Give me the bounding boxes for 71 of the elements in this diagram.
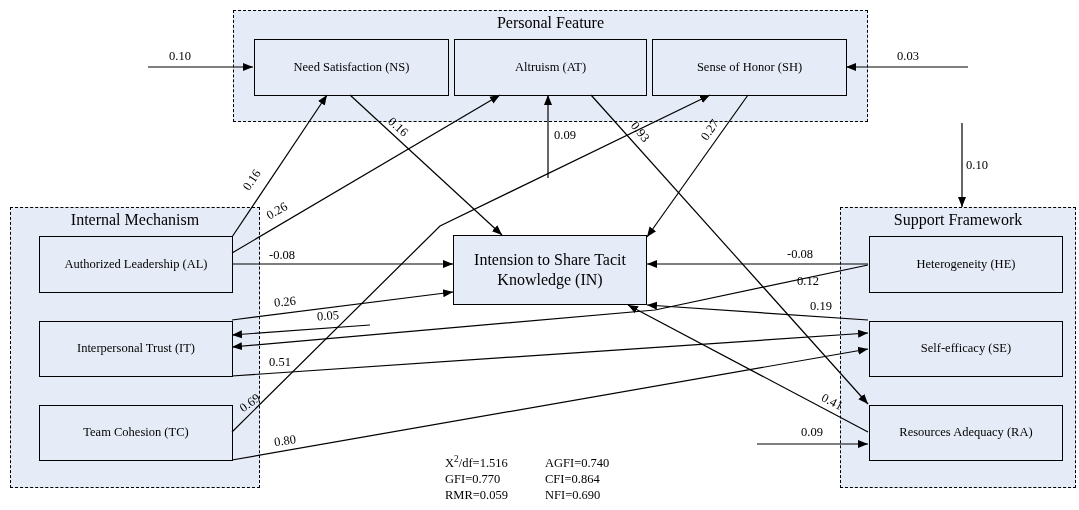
variable-label: Authorized Leadership (AL) (63, 256, 209, 273)
path-coefficient: 0.16 (240, 167, 264, 193)
path-coefficient: -0.08 (269, 248, 295, 262)
variable-label: Self-efficacy (SE) (919, 341, 1013, 357)
arrow (231, 94, 328, 238)
arrow (231, 346, 869, 461)
variable-box (869, 236, 1063, 293)
group-title: Support Framework (893, 211, 1023, 228)
arrow (627, 304, 869, 433)
group-title: Personal Feature (496, 14, 605, 31)
group-panel (10, 207, 260, 488)
variable-box (869, 321, 1063, 377)
path-coefficient: 0.16 (385, 115, 411, 139)
path-coefficient: 0.19 (810, 299, 832, 313)
variable-label: Heterogeneity (HE) (915, 256, 1017, 273)
path-coefficient: 0.93 (628, 119, 652, 145)
variable-box (454, 39, 647, 96)
path-coefficient: 0.26 (273, 294, 297, 310)
path-coefficient: -0.08 (787, 247, 813, 261)
fit-index: AGFI=0.740 (545, 456, 611, 471)
variable-box (869, 405, 1063, 461)
variable-label: Altruism (AT) (513, 59, 588, 76)
arrow (756, 440, 869, 448)
arrow (231, 94, 711, 433)
arrow (231, 94, 501, 254)
path-coefficient: 0.05 (316, 309, 340, 323)
path-coefficient: 0.09 (801, 425, 823, 439)
arrow (958, 122, 966, 208)
variable-label: Resources Adequacy (RA) (898, 425, 1034, 441)
arrow (231, 264, 869, 351)
variable-label: Sense of Honor (SH) (695, 59, 804, 76)
arrow (544, 94, 552, 179)
group-panel (840, 207, 1076, 488)
variable-label: Team Cohesion (TC) (82, 425, 190, 441)
arrow (845, 63, 969, 71)
variable-box (39, 321, 233, 377)
arrow (646, 260, 869, 268)
arrow (646, 301, 869, 321)
path-coefficient: 0.41 (819, 391, 845, 413)
fit-index: GFI=0.770 (445, 472, 502, 487)
variable-label: Intension to Share Tacit Knowledge (IN) (473, 250, 627, 290)
variable-box (254, 39, 449, 96)
fit-index: RMR=0.059 (445, 488, 509, 503)
arrow (590, 94, 869, 405)
fit-index: X$^{2}$/df=1.516 (445, 456, 509, 471)
variable-label: Need Satisfaction (NS) (292, 59, 411, 76)
variable-box (652, 39, 847, 96)
arrow (231, 260, 454, 268)
path-coefficient: 0.09 (554, 128, 576, 142)
fit-index: CFI=0.864 (545, 472, 601, 487)
arrow (231, 324, 371, 339)
fit-index: NFI=0.690 (545, 488, 602, 503)
arrow (231, 289, 454, 321)
variable-box (453, 235, 647, 305)
path-coefficient: 0.69 (237, 391, 263, 415)
variable-box (39, 236, 233, 293)
path-coefficient: 0.10 (966, 158, 988, 172)
arrow (646, 94, 749, 238)
path-coefficient: 0.26 (264, 200, 290, 222)
variable-box (39, 405, 233, 461)
path-coefficient: 0.80 (273, 433, 297, 449)
arrow (231, 329, 869, 377)
variable-label: Interpersonal Trust (IT) (75, 341, 196, 357)
path-coefficient: 0.51 (269, 355, 291, 369)
path-coefficient: 0.10 (169, 49, 191, 63)
path-coefficient: 0.03 (897, 49, 919, 63)
arrow (349, 94, 503, 236)
group-title: Internal Mechanism (70, 211, 200, 228)
path-coefficient: 0.12 (797, 274, 819, 288)
path-coefficient: 0.27 (698, 117, 722, 143)
arrow (147, 63, 254, 71)
